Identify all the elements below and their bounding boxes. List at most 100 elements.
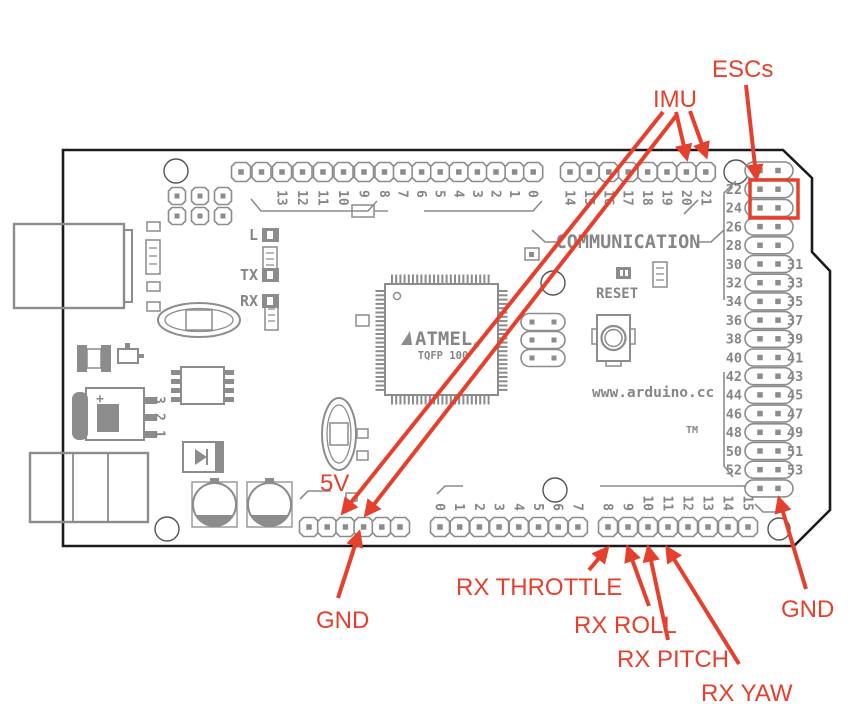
- pin-capsule: [744, 198, 794, 218]
- ic-8pin: [180, 366, 225, 405]
- chip-pin-stub: [498, 345, 508, 348]
- chip-pin-stub: [498, 376, 508, 378]
- smd-pad: [146, 301, 161, 312]
- pin-contact: [551, 337, 557, 343]
- tm-label: TM: [686, 425, 698, 436]
- imu-arrow-5v: [340, 110, 665, 516]
- chip-package: TQFP 100: [418, 350, 469, 362]
- rx-roll-label: RX ROLL: [574, 612, 677, 639]
- pin-number: 1: [506, 190, 521, 198]
- pin-capsule: [744, 479, 794, 498]
- pin-number: 41: [787, 350, 803, 366]
- pin-contact: [437, 169, 443, 175]
- chip-pin-stub: [466, 274, 469, 284]
- chip-pin-stub: [375, 294, 385, 297]
- pin-contact: [775, 410, 781, 417]
- 5v-label: 5V: [320, 470, 349, 497]
- regulator-pin: [144, 397, 157, 404]
- pin-number: 53: [787, 463, 803, 479]
- status-leds: L TX RX: [240, 226, 631, 310]
- pin-contact: [530, 169, 536, 175]
- gnd-right-label: GND: [781, 596, 834, 623]
- reset-button-cap: [600, 324, 627, 352]
- pin-contact: [757, 242, 763, 249]
- gnd-left-arrow: [336, 529, 364, 599]
- chip-pin-stub: [391, 395, 393, 405]
- reset-button-tab: [591, 328, 598, 345]
- pin-number: 7: [569, 503, 584, 511]
- pin-number: 39: [787, 332, 803, 348]
- pin-contact: [775, 336, 781, 342]
- imu-label: IMU: [653, 86, 697, 113]
- pin-number: 12: [680, 495, 695, 511]
- pin-contact: [775, 298, 781, 305]
- chip-pin-stub: [420, 395, 423, 405]
- ic-lead: [171, 379, 181, 384]
- escs-highlight-box: [748, 178, 800, 220]
- imu-arrow-gnd: [363, 114, 678, 518]
- pin-contact: [757, 448, 763, 454]
- pin-contact: [703, 169, 709, 175]
- chip-pin-stubs: [375, 274, 508, 405]
- cap-lead: [265, 478, 274, 484]
- pin-contact: [775, 205, 781, 211]
- smd-dot: [529, 252, 534, 257]
- icsp-header-center: [520, 312, 566, 368]
- pin-contact: [665, 524, 671, 530]
- escs-arrow: [744, 84, 764, 182]
- pin-contact: [511, 169, 518, 175]
- right-header-row: [744, 479, 794, 498]
- pin-contact: [775, 429, 781, 436]
- jack-lines: [72, 453, 109, 522]
- chip-pin-stub: [424, 274, 427, 284]
- chip-pin-stub: [375, 367, 385, 370]
- pin-number: 10: [335, 190, 350, 206]
- pin-contact: [685, 524, 691, 530]
- pin-number: 24: [726, 201, 742, 217]
- rx-pitch-label: RX PITCH: [617, 646, 729, 673]
- usb-connector: [12, 222, 133, 310]
- pin-number: 9: [620, 503, 635, 511]
- silkscreen-brackets: [250, 180, 777, 513]
- chip-pin-stub: [498, 371, 508, 374]
- resistor: [652, 261, 668, 288]
- chip-pin-stub: [375, 320, 385, 323]
- reset-led-window: [625, 270, 628, 276]
- pin-number: 6: [550, 503, 565, 511]
- chip-pin-stub: [375, 380, 385, 383]
- pin-capsule: [744, 179, 794, 199]
- pin-capsule: [744, 329, 794, 349]
- pin-number: 52: [726, 463, 742, 479]
- pin-capsule: [744, 254, 794, 274]
- chip-pin-stub: [428, 395, 431, 405]
- chip-pin-stub: [375, 345, 385, 348]
- chip-pin-stub: [375, 350, 385, 353]
- arduino-url: www.arduino.cc: [592, 385, 714, 401]
- diode-band: [215, 442, 223, 472]
- pin-contact: [340, 169, 347, 175]
- pin-number: 0: [525, 190, 540, 198]
- pin-number: 10: [640, 495, 655, 511]
- chip-pin-stub: [498, 350, 508, 353]
- pin-contact: [757, 186, 763, 192]
- resistor-zigzag: [656, 267, 664, 281]
- pin-contact: [360, 524, 367, 530]
- pin-contact: [529, 355, 535, 361]
- ic-lead: [171, 388, 181, 393]
- pin-contact: [529, 337, 535, 343]
- chip-pin-stub: [458, 395, 461, 405]
- chip-pin-stub: [375, 341, 385, 344]
- right-header-row: 22: [726, 179, 794, 199]
- small-components: [77, 204, 668, 528]
- pin-number: 8: [600, 503, 615, 511]
- pin-contact: [757, 223, 763, 230]
